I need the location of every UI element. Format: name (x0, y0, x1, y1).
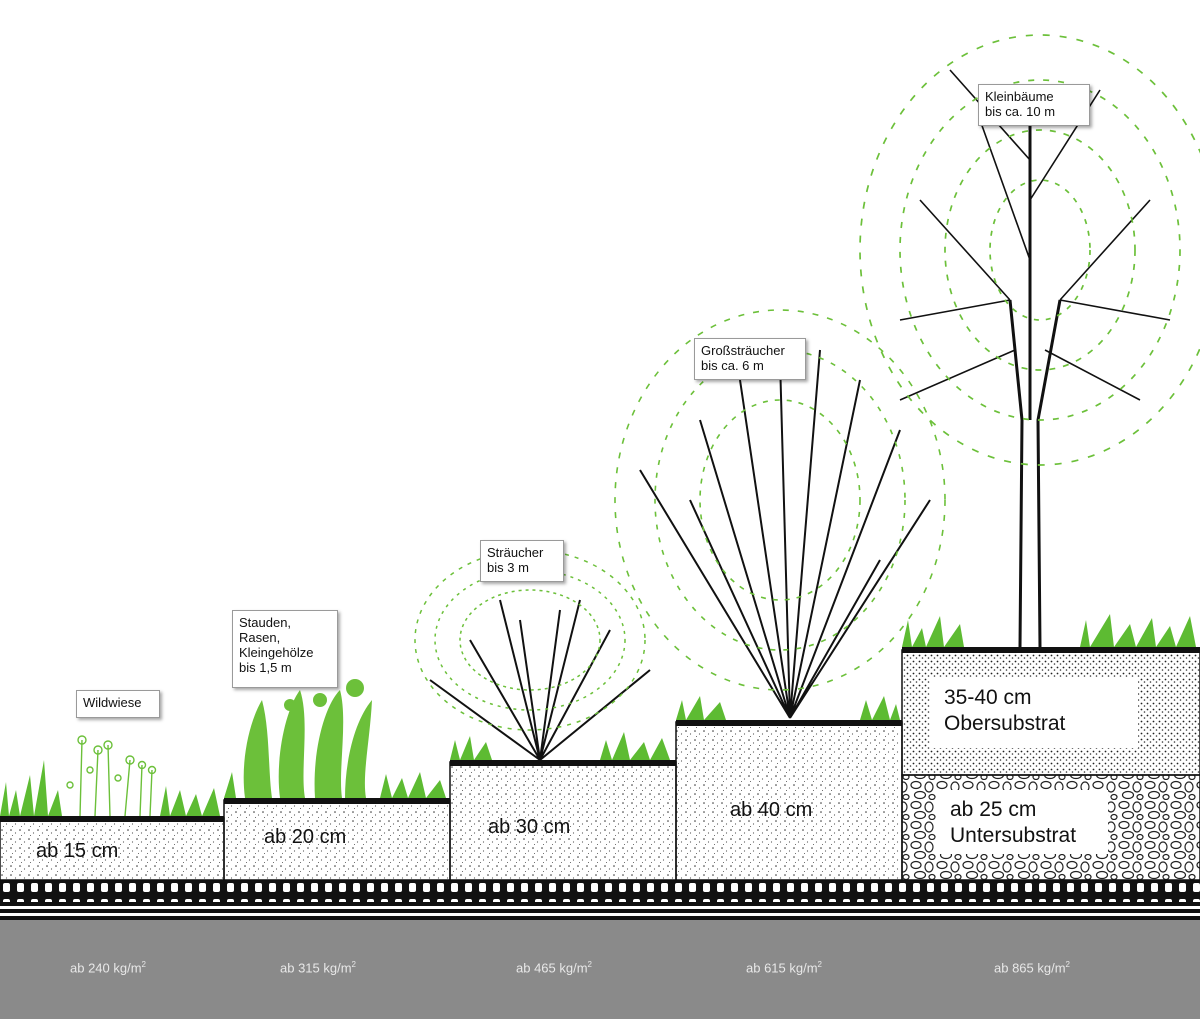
callout-line: Großsträucher (701, 343, 785, 358)
callout-line: bis ca. 10 m (985, 104, 1056, 119)
kleinbaum-tree (859, 34, 1200, 648)
unit-superscript: 2 (817, 960, 822, 969)
depth-15: ab 15 cm (36, 840, 119, 862)
callout-line: Sträucher (487, 545, 544, 560)
callout-line: Rasen, (239, 630, 281, 645)
callout-line: Stauden, (239, 615, 292, 630)
substrate-30cm (449, 760, 677, 881)
load-240: ab 240 kg/m2 (70, 960, 146, 975)
callout-line: Kleingehölze (239, 645, 314, 660)
load-865: ab 865 kg/m2 (994, 960, 1070, 975)
callout-line: bis 1,5 m (239, 660, 292, 675)
unit-superscript: 2 (587, 960, 592, 969)
callout-line: Wildwiese (83, 695, 142, 710)
load-315: ab 315 kg/m2 (280, 960, 356, 975)
substrate-15cm (0, 816, 225, 881)
callout-line: Kleinbäume (985, 89, 1054, 104)
depth-30: ab 30 cm (488, 816, 571, 838)
callout-straeucher: Sträucher bis 3 m (480, 540, 564, 582)
substrate-20cm (223, 798, 451, 881)
unit-superscript: 2 (141, 960, 146, 969)
callout-grossstraeucher: Großsträucher bis ca. 6 m (694, 338, 806, 380)
load-text: ab 315 kg/m (280, 960, 352, 976)
obersubstrat-label: Obersubstrat (944, 712, 1066, 735)
load-615: ab 615 kg/m2 (746, 960, 822, 975)
load-text: ab 240 kg/m (70, 960, 142, 976)
membrane-line (0, 902, 1200, 920)
untersubstrat-label: Untersubstrat (950, 824, 1077, 847)
wildwiese-plants (66, 735, 157, 817)
obersubstrat-label-bg (930, 678, 1138, 748)
callout-stauden: Stauden, Rasen, Kleingehölze bis 1,5 m (232, 610, 338, 688)
callout-kleinbaeume: Kleinbäume bis ca. 10 m (978, 84, 1090, 126)
callout-line: bis ca. 6 m (701, 358, 764, 373)
straeucher-shrub (414, 549, 651, 761)
load-text: ab 615 kg/m (746, 960, 818, 976)
depth-40: ab 40 cm (730, 799, 813, 821)
load-text: ab 465 kg/m (516, 960, 588, 976)
callout-wildwiese: Wildwiese (76, 690, 160, 718)
load-text: ab 865 kg/m (994, 960, 1066, 976)
substrate-40cm (675, 720, 903, 881)
drainage-layer (0, 880, 1200, 902)
callout-line: bis 3 m (487, 560, 529, 575)
depth-20: ab 20 cm (264, 826, 347, 848)
grossstraeucher-shrub (614, 309, 946, 719)
obersubstrat-depth: 35-40 cm (944, 686, 1032, 709)
untersubstrat-depth: ab 25 cm (950, 798, 1037, 821)
grass (0, 614, 1196, 816)
unit-superscript: 2 (1065, 960, 1070, 969)
untersubstrat-label-bg (936, 790, 1108, 854)
load-465: ab 465 kg/m2 (516, 960, 592, 975)
roof-slab (0, 920, 1200, 1019)
stauden-plants (243, 679, 372, 798)
unit-superscript: 2 (351, 960, 356, 969)
